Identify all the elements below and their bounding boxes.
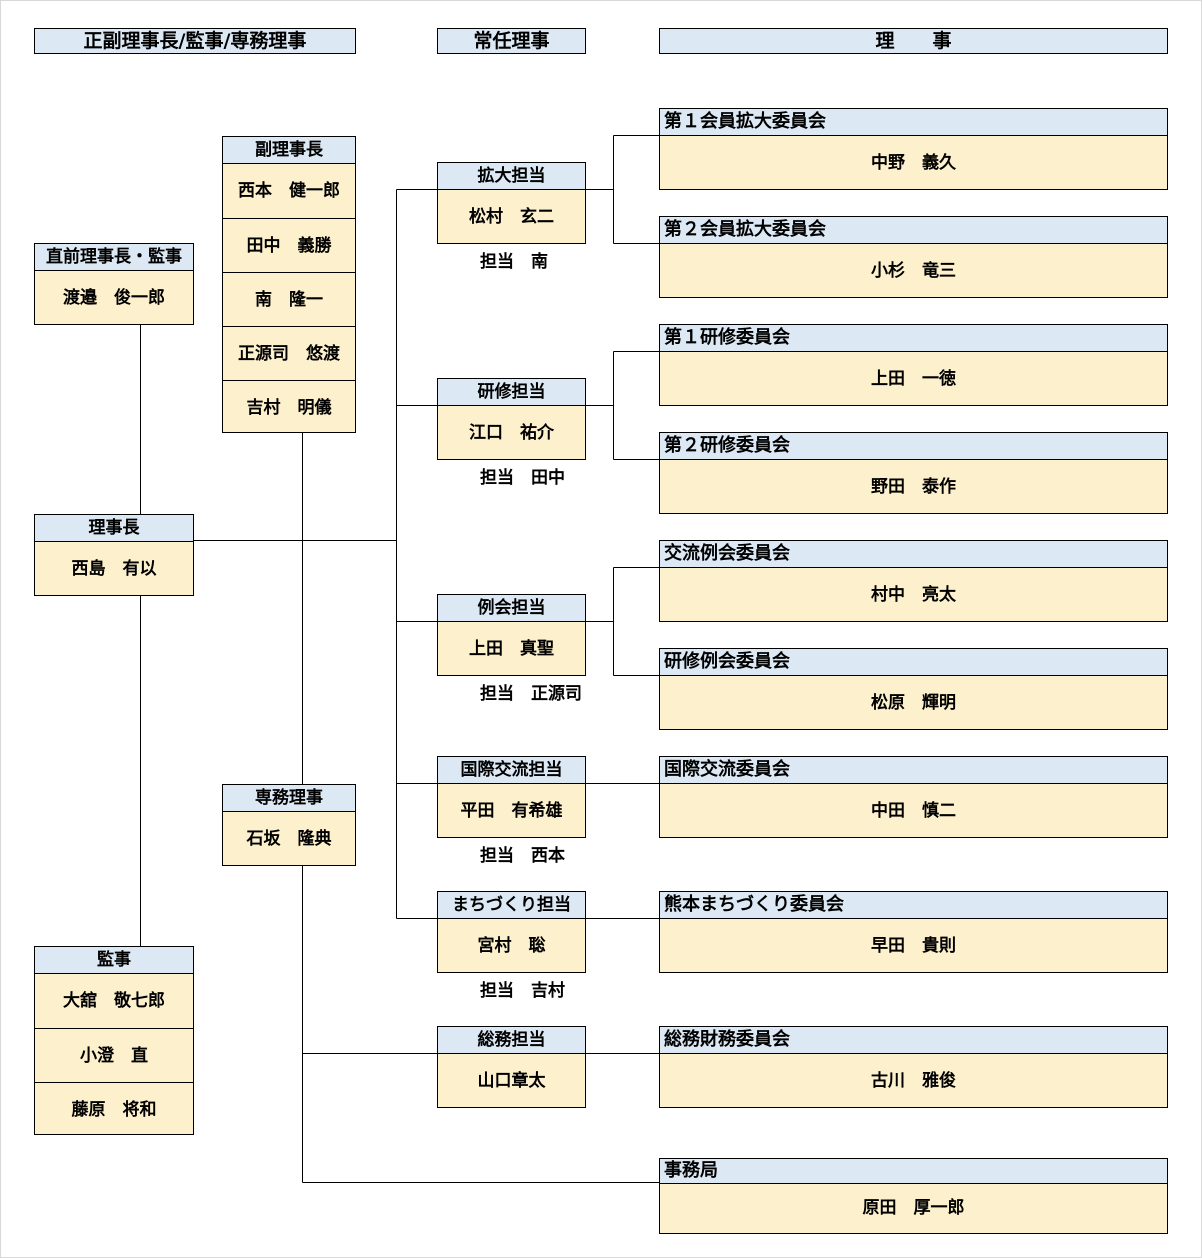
standing-director-title: 研修担当 — [438, 379, 585, 406]
standing-director-box: 総務担当 山口章太 — [437, 1026, 586, 1108]
standing-director-note: 担当 田中 — [480, 468, 565, 488]
president-box: 理事長 西島 有以 — [34, 514, 194, 596]
standing-director-note: 担当 正源司 — [480, 684, 582, 704]
committee-chair: 古川 雅俊 — [871, 1071, 956, 1091]
standing-director-box: 拡大担当 松村 玄二 — [437, 162, 586, 244]
committee-box: 国際交流委員会 中田 慎二 — [659, 756, 1168, 838]
committee-box: 第２研修委員会 野田 泰作 — [659, 432, 1168, 514]
committee-chair: 松原 輝明 — [871, 693, 956, 713]
executive-director-box: 専務理事 石坂 隆典 — [222, 784, 356, 866]
standing-director-name: 平田 有希雄 — [460, 801, 563, 821]
committee-title: 総務財務委員会 — [660, 1027, 1167, 1054]
president-title: 理事長 — [35, 515, 193, 542]
president-name: 西島 有以 — [71, 559, 157, 579]
committee-title: 第１研修委員会 — [660, 325, 1167, 352]
committee-box: 交流例会委員会 村中 亮太 — [659, 540, 1168, 622]
committee-title: 交流例会委員会 — [660, 541, 1167, 568]
standing-director-title: 国際交流担当 — [438, 757, 585, 784]
auditors-title: 監事 — [35, 947, 193, 974]
standing-director-box: まちづくり担当 宮村 聡 — [437, 891, 586, 973]
header-officers: 正副理事長/監事/専務理事 — [34, 28, 356, 54]
standing-director-box: 研修担当 江口 祐介 — [437, 378, 586, 460]
committee-box: 熊本まちづくり委員会 早田 貴則 — [659, 891, 1168, 973]
standing-director-note: 担当 南 — [480, 252, 548, 272]
prev-president-name: 渡邉 俊一郎 — [63, 288, 165, 308]
vice-president-name: 西本 健一郎 — [238, 181, 340, 201]
vice-president-name: 南 隆一 — [223, 272, 355, 326]
auditor-name: 藤原 将和 — [35, 1082, 193, 1136]
vice-presidents-title: 副理事長 — [223, 137, 355, 164]
executive-director-title: 専務理事 — [223, 785, 355, 812]
standing-director-title: 総務担当 — [438, 1027, 585, 1054]
standing-director-name: 上田 真聖 — [469, 639, 554, 659]
vice-presidents-box: 副理事長 西本 健一郎 田中 義勝 南 隆一 正源司 悠渡 吉村 明儀 — [222, 136, 356, 433]
prev-president-title: 直前理事長・監事 — [35, 244, 193, 271]
standing-director-box: 国際交流担当 平田 有希雄 — [437, 756, 586, 838]
vice-president-name: 吉村 明儀 — [223, 380, 355, 434]
committee-chair: 早田 貴則 — [871, 936, 956, 956]
committee-title: 第２研修委員会 — [660, 433, 1167, 460]
committee-title: 第１会員拡大委員会 — [660, 109, 1167, 136]
header-standing: 常任理事 — [437, 28, 586, 54]
standing-director-note: 担当 吉村 — [480, 981, 565, 1001]
auditors-box: 監事 大舘 敬七郎 小澄 直 藤原 将和 — [34, 946, 194, 1135]
committee-title: 国際交流委員会 — [660, 757, 1167, 784]
committee-chair: 中田 慎二 — [871, 801, 956, 821]
executive-director-name: 石坂 隆典 — [246, 829, 332, 849]
committee-title: 熊本まちづくり委員会 — [660, 892, 1167, 919]
committee-box: 第２会員拡大委員会 小杉 竜三 — [659, 216, 1168, 298]
prev-president-box: 直前理事長・監事 渡邉 俊一郎 — [34, 243, 194, 325]
standing-director-box: 例会担当 上田 真聖 — [437, 594, 586, 676]
committee-chair: 上田 一徳 — [871, 369, 956, 389]
auditor-name: 小澄 直 — [35, 1028, 193, 1082]
standing-director-name: 山口章太 — [477, 1071, 546, 1091]
committee-chair: 野田 泰作 — [871, 477, 956, 497]
standing-director-name: 松村 玄二 — [469, 207, 554, 227]
standing-director-title: 例会担当 — [438, 595, 585, 622]
committee-box: 第１研修委員会 上田 一徳 — [659, 324, 1168, 406]
header-directors: 理 事 — [659, 28, 1168, 54]
standing-director-title: 拡大担当 — [438, 163, 585, 190]
committee-box: 第１会員拡大委員会 中野 義久 — [659, 108, 1168, 190]
committee-title: 研修例会委員会 — [660, 649, 1167, 676]
vice-president-name: 正源司 悠渡 — [223, 326, 355, 380]
standing-director-name: 江口 祐介 — [469, 423, 554, 443]
committee-box: 総務財務委員会 古川 雅俊 — [659, 1026, 1168, 1108]
committee-chair: 中野 義久 — [871, 153, 956, 173]
secretariat-chair: 原田 厚一郎 — [862, 1198, 965, 1218]
secretariat-box: 事務局 原田 厚一郎 — [659, 1158, 1168, 1234]
committee-chair: 村中 亮太 — [871, 585, 956, 605]
vice-president-name: 田中 義勝 — [223, 218, 355, 272]
standing-director-name: 宮村 聡 — [477, 936, 546, 956]
committee-title: 第２会員拡大委員会 — [660, 217, 1167, 244]
standing-director-note: 担当 西本 — [480, 846, 565, 866]
committee-chair: 小杉 竜三 — [871, 261, 956, 281]
committee-box: 研修例会委員会 松原 輝明 — [659, 648, 1168, 730]
auditor-name: 大舘 敬七郎 — [63, 991, 165, 1011]
secretariat-title: 事務局 — [660, 1159, 1167, 1184]
standing-director-title: まちづくり担当 — [438, 892, 585, 919]
